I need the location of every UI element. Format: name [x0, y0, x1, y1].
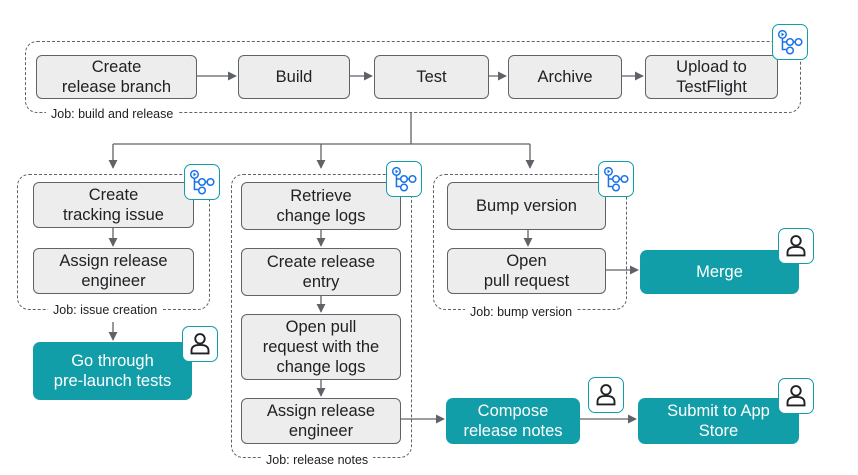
- step-archive[interactable]: Archive: [508, 55, 622, 99]
- job-build-and-release: [25, 41, 801, 113]
- step-label: Merge: [696, 263, 743, 281]
- job-label-build-and-release: Job: build and release: [46, 107, 179, 121]
- step-label: Create release branch: [61, 58, 172, 96]
- step-assign-release-engineer-issue[interactable]: Assign release engineer: [33, 248, 194, 294]
- manual-step-submit-to-app-store[interactable]: Submit to App Store: [638, 398, 799, 444]
- person-icon: [588, 377, 624, 413]
- job-label-issue-creation: Job: issue creation: [48, 303, 163, 317]
- step-test[interactable]: Test: [374, 55, 489, 99]
- person-icon: [778, 378, 814, 414]
- step-label: Bump version: [476, 197, 577, 215]
- step-bump-version[interactable]: Bump version: [447, 182, 606, 230]
- person-icon: [778, 228, 814, 264]
- manual-step-compose-release-notes[interactable]: Compose release notes: [446, 398, 580, 444]
- step-label: Test: [416, 68, 447, 86]
- step-label: Create release entry: [266, 253, 376, 291]
- step-label: Open pull request: [483, 252, 570, 290]
- step-label: Open pull request with the change logs: [262, 318, 380, 376]
- step-create-release-entry[interactable]: Create release entry: [241, 248, 401, 296]
- step-upload-to-testflight[interactable]: Upload to TestFlight: [645, 55, 778, 99]
- manual-step-pre-launch-tests[interactable]: Go through pre-launch tests: [33, 342, 192, 400]
- step-open-pull-request-change-logs[interactable]: Open pull request with the change logs: [241, 314, 401, 380]
- step-label: Retrieve change logs: [276, 187, 366, 225]
- step-assign-release-engineer-notes[interactable]: Assign release engineer: [241, 398, 401, 444]
- step-create-tracking-issue[interactable]: Create tracking issue: [33, 182, 194, 228]
- github-actions-icon: [598, 161, 634, 197]
- person-icon: [182, 326, 218, 362]
- step-build[interactable]: Build: [238, 55, 350, 99]
- step-open-pull-request-bump[interactable]: Open pull request: [447, 248, 606, 294]
- github-actions-icon: [386, 161, 422, 197]
- github-actions-icon: [772, 24, 808, 60]
- step-label: Archive: [537, 68, 593, 86]
- step-retrieve-change-logs[interactable]: Retrieve change logs: [241, 182, 401, 230]
- step-label: Compose release notes: [463, 402, 563, 440]
- step-create-release-branch[interactable]: Create release branch: [36, 55, 197, 99]
- step-label: Upload to TestFlight: [676, 58, 747, 96]
- manual-step-merge[interactable]: Merge: [640, 250, 799, 294]
- step-label: Assign release engineer: [266, 402, 376, 440]
- step-label: Create tracking issue: [63, 186, 164, 224]
- step-label: Assign release engineer: [59, 252, 168, 290]
- github-actions-icon: [184, 164, 220, 200]
- step-label: Build: [275, 68, 313, 86]
- step-label: Go through pre-launch tests: [53, 352, 172, 390]
- job-label-release-notes: Job: release notes: [261, 453, 374, 467]
- job-label-bump-version: Job: bump version: [465, 305, 578, 319]
- step-label: Submit to App Store: [667, 402, 770, 440]
